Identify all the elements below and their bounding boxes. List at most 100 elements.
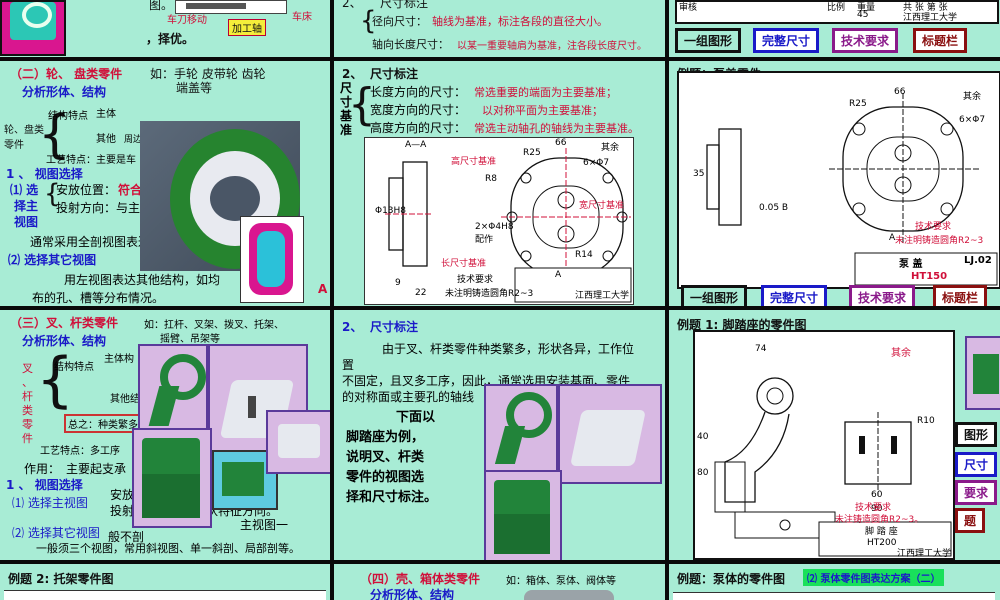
- pump-cover-drawing: A—A 高尺寸基准 宽尺寸基准 长尺寸基准 其余 66 R25 6×Φ7 Φ13…: [364, 137, 634, 305]
- common-section: 通常采用全剖视图表达: [30, 235, 151, 249]
- slide-panel-3[interactable]: 审核 比例 重量 共 张 第 张 45 江西理工大学 一组图形 完整尺寸 技术要…: [669, 0, 1000, 57]
- tag-tech-req[interactable]: 技术要求: [832, 28, 899, 53]
- axial-dim-text: 以某一重要轴肩为基准，注各段长度尺寸。: [457, 41, 647, 52]
- example-title: 例题 2: 托架零件图: [8, 572, 114, 586]
- title-block: 审核 比例 重量 共 张 第 张 45 江西理工大学: [675, 0, 999, 24]
- part-code: LJ.02: [964, 255, 992, 266]
- pump-cover-part-drawing: 其余 66 R25 6×Φ7 A 35 0.05 B 技术要求 未注明铸造圆角R…: [677, 71, 1000, 289]
- width-dim: 宽度方向的尺寸：: [370, 103, 467, 117]
- summary: 总之：种类繁多: [64, 414, 142, 433]
- heading: （四）壳、箱体类零件: [360, 572, 481, 586]
- brace: {: [36, 345, 75, 415]
- tag-tech-req[interactable]: 技术要求: [849, 285, 916, 306]
- select-text: ，择优。: [146, 32, 195, 46]
- length-datum-note: 长尺寸基准: [441, 259, 487, 269]
- flange-part-image: [240, 216, 304, 303]
- rest-note: 其余: [891, 348, 911, 359]
- example-intro: 下面以 脚踏座为例， 说明叉、杆类 零件的视图选 择和尺寸标注。: [346, 410, 438, 505]
- tag-tech-req[interactable]: 要求: [955, 480, 998, 505]
- section-number: 2、: [342, 0, 362, 10]
- role-2: 主要起支承: [66, 462, 127, 476]
- pedal-part-image-3: [484, 470, 562, 560]
- fork-part-image-1: [138, 344, 208, 438]
- height-datum-note: 高尺寸基准: [451, 157, 497, 167]
- tag-view-set[interactable]: 一组图形: [681, 285, 748, 306]
- step1c: 视图: [14, 215, 39, 229]
- section-number: 2、: [342, 67, 363, 81]
- step1: 1 、 视图选择: [6, 167, 83, 181]
- install-position: 安放位置：: [56, 183, 117, 197]
- section-title: 尺寸标注: [380, 0, 429, 10]
- part-material: HT200: [867, 538, 897, 548]
- school: 江西理工大学: [575, 291, 630, 301]
- main-label: 主体: [96, 109, 116, 120]
- tag-full-dims[interactable]: 完整尺寸: [753, 28, 820, 53]
- left-view-2: 布的孔、槽等分布情况。: [32, 291, 165, 305]
- tech-req: 技术要求: [915, 222, 952, 232]
- knife-move-label: 车刀移动: [167, 15, 207, 26]
- pedal-part-image-1: [484, 384, 558, 474]
- body-4: 的对称面或主要孔的轴线: [342, 390, 475, 404]
- drawing-edge: [4, 590, 326, 600]
- main-view-1: 主视图一: [240, 518, 289, 532]
- tag-full-dims[interactable]: 尺寸: [955, 452, 998, 477]
- side-label: 轮、盘类零件: [4, 125, 44, 151]
- slide-panel-4[interactable]: （二）轮、 盘类零件 如：手轮 皮带轮 齿轮 端盖等 分析形体、结构 轮、盘类零…: [0, 61, 330, 306]
- arrow-a-label: A: [318, 282, 328, 296]
- step1b: 择主: [14, 199, 39, 213]
- drawing-svg: [385, 148, 632, 303]
- slide-panel-12[interactable]: 例题：泵体的零件图 ⑵ 泵体零件图表达方案（二）: [669, 564, 1000, 600]
- slide-panel-9[interactable]: 例题 1: 脚踏座的零件图 其余 R10 60 90 80 74 40 技术要求…: [669, 310, 1000, 560]
- role: 作用：: [24, 462, 61, 476]
- drawing-svg: [714, 377, 952, 557]
- fork-part-image-5: [266, 410, 330, 474]
- struct-feature: 结构特点: [48, 111, 88, 122]
- brace: {: [38, 105, 72, 165]
- table-num: 45: [857, 10, 869, 20]
- casing-image-edge: [524, 590, 614, 600]
- general: 一般须三个视图，常用斜视图、单一斜剖、局部剖等。: [36, 542, 300, 555]
- length-dim-red: 常选重要的端面为主要基准；: [474, 86, 617, 99]
- install-position-red: 符合: [118, 183, 143, 197]
- height-dim: 高度方向的尺寸：: [370, 121, 467, 135]
- left-view: 用左视图表达其他结构，如均: [64, 273, 221, 287]
- slide-panel-11[interactable]: （四）壳、箱体类零件 如：箱体、泵体、阀体等 分析形体、结构: [334, 564, 665, 600]
- machining-shaft-label: 加工轴: [228, 19, 266, 36]
- pedal-part-image-2: [558, 384, 662, 484]
- example-title: 例题 1: 脚踏座的零件图: [677, 316, 807, 333]
- slide-panel-6[interactable]: 例题：泵盖零件 图 其余 66 R25 6×Φ7 A 35 0.05 B 技术要…: [669, 61, 1000, 306]
- slide-panel-8[interactable]: 2、 尺寸标注 由于叉、杆类零件种类繁多，形状各异，工作位 置 不固定，且叉多工…: [334, 310, 665, 560]
- step1a: ⑴ 选: [10, 183, 39, 197]
- examples: 如：扛杆、叉架、拨叉、托架、: [144, 320, 284, 331]
- process-feature: 工艺特点：主要是车: [46, 155, 136, 166]
- tag-title-block[interactable]: 题: [955, 508, 986, 533]
- around-label: 周边: [124, 135, 143, 145]
- slide-panel-1[interactable]: 图。 车刀移动 车床 加工轴 ，择优。: [0, 0, 330, 57]
- tag-full-dims[interactable]: 完整尺寸: [761, 285, 828, 306]
- tag-title-block[interactable]: 标题栏: [933, 285, 988, 306]
- section-number: 2、: [342, 320, 363, 334]
- side-label: 叉、杆类零件: [22, 362, 33, 445]
- top-label: 图。: [149, 0, 174, 12]
- slide-panel-10[interactable]: 例题 2: 托架零件图: [0, 564, 330, 600]
- slide-panel-5[interactable]: 2、 尺寸标注 尺寸基准 { 长度方向的尺寸： 常选重要的端面为主要基准； 宽度…: [334, 61, 665, 306]
- slide-panel-2[interactable]: 2、 尺寸标注 { 径向尺寸： 轴线为基准，标注各段的直径大小。 轴向长度尺寸：…: [334, 0, 665, 57]
- radial-dim-text: 轴线为基准，标注各段的直径大小。: [432, 15, 608, 28]
- school: 江西理工大学: [897, 549, 952, 559]
- step1: 1 、 视图选择: [6, 478, 83, 492]
- tag-view-set[interactable]: 一组图形: [675, 28, 742, 53]
- step2: ⑵ 选择其它视图: [8, 253, 97, 267]
- heading: （二）轮、 盘类零件: [10, 67, 123, 81]
- general-2: 般不剖: [108, 530, 145, 544]
- tag-title-block[interactable]: 标题栏: [913, 28, 968, 53]
- tag-view-set[interactable]: 图形: [955, 422, 998, 447]
- slide-panel-7[interactable]: （三）叉、杆类零件 如：扛杆、叉架、拨叉、托架、 摇臂、吊架等 分析形体、结构 …: [0, 310, 330, 560]
- table-school: 江西理工大学: [903, 13, 958, 23]
- rest-note: 其余: [601, 143, 620, 153]
- section-title: 尺寸标注: [370, 320, 419, 334]
- brace: {: [44, 179, 61, 209]
- other-label: 其他: [96, 134, 116, 145]
- tech-req: 技术要求: [855, 503, 892, 513]
- part-material: HT150: [911, 271, 948, 282]
- main-part: 主体构: [104, 354, 134, 365]
